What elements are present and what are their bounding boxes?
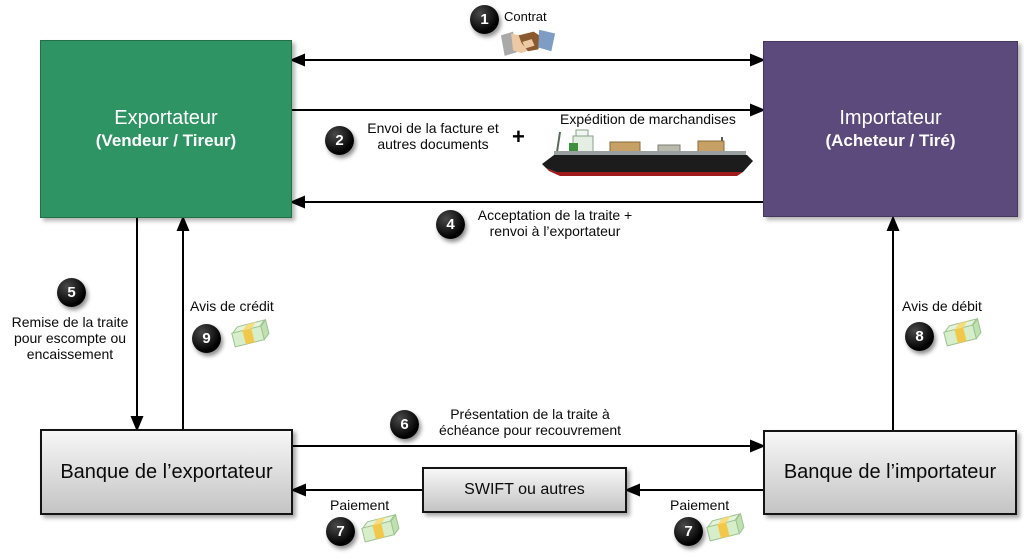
- exporter-subtitle: (Vendeur / Tireur): [95, 131, 237, 150]
- step-badge-1: 1: [470, 5, 499, 34]
- presentation-label-line2: échéance pour recouvrement: [438, 422, 622, 438]
- remittance-label-line2: pour escompte ou: [13, 330, 127, 346]
- handshake-icon: [500, 29, 556, 56]
- node-exporter-bank: Banque de l’exportateur: [40, 429, 293, 515]
- step-badge-8: 8: [905, 322, 934, 351]
- payment-left-label: Paiement: [330, 497, 390, 513]
- debit-advice-label: Avis de débit: [902, 298, 982, 314]
- invoice-label: Envoi de la facture et autres documents: [358, 120, 508, 152]
- acceptance-label: Acceptation de la traite + renvoi à l’ex…: [470, 207, 640, 239]
- importer-subtitle: (Acheteur / Tiré): [825, 131, 956, 150]
- banknotes-icon: [943, 318, 982, 347]
- invoice-label-line2: autres documents: [377, 136, 489, 152]
- arrowhead-payment-left: [290, 483, 306, 497]
- step-badge-9: 9: [192, 324, 221, 353]
- payment-right-label: Paiement: [670, 497, 730, 513]
- step-badge-7-right: 7: [674, 517, 703, 546]
- arrowhead-payment-right: [624, 483, 640, 497]
- exporter-bank-title: Banque de l’exportateur: [60, 460, 273, 483]
- remittance-label-line1: Remise de la traite: [11, 314, 129, 330]
- step-badge-5: 5: [57, 278, 86, 307]
- arrowhead-contract-right: [750, 53, 766, 67]
- banknotes-icon: [706, 513, 745, 542]
- step-badge-2: 2: [325, 126, 354, 155]
- banknotes-icon: [231, 319, 270, 348]
- arrowhead-debit-advice: [886, 215, 900, 231]
- importer-title: Importateur: [839, 107, 942, 129]
- arrowhead-contract-left: [289, 53, 305, 67]
- node-exporter: Exportateur (Vendeur / Tireur): [40, 40, 292, 218]
- remittance-label-line3: encaissement: [26, 346, 114, 362]
- acceptance-label-line1: Acceptation de la traite +: [477, 207, 633, 223]
- banknotes-icon: [361, 514, 400, 543]
- cargo-ship-icon: [542, 129, 753, 176]
- invoice-label-line1: Envoi de la facture et: [367, 120, 499, 136]
- arrowhead-presentation: [750, 439, 766, 453]
- arrowhead-credit-advice: [176, 215, 190, 231]
- plus-sign: +: [512, 124, 525, 149]
- remittance-label: Remise de la traite pour escompte ou enc…: [2, 314, 138, 362]
- acceptance-label-line2: renvoi à l’exportateur: [489, 223, 621, 239]
- step-badge-7-left: 7: [326, 517, 355, 546]
- step-badge-4: 4: [436, 210, 465, 239]
- credit-advice-label: Avis de crédit: [190, 298, 274, 314]
- contract-label: Contrat: [504, 9, 547, 24]
- arrowhead-invoice-shipment: [750, 103, 766, 117]
- arrowhead-remittance: [130, 416, 144, 432]
- node-swift: SWIFT ou autres: [422, 467, 627, 513]
- step-badge-6: 6: [390, 410, 419, 439]
- exporter-title: Exportateur: [114, 107, 218, 129]
- node-importer-bank: Banque de l’importateur: [763, 430, 1017, 515]
- shipment-label: Expédition de marchandises: [560, 111, 736, 127]
- node-importer: Importateur (Acheteur / Tiré): [763, 41, 1018, 217]
- presentation-label: Présentation de la traite à échéance pou…: [425, 406, 635, 438]
- importer-bank-title: Banque de l’importateur: [783, 461, 997, 483]
- arrowhead-acceptance: [289, 195, 305, 209]
- swift-title: SWIFT ou autres: [464, 481, 585, 498]
- presentation-label-line1: Présentation de la traite à: [450, 406, 610, 422]
